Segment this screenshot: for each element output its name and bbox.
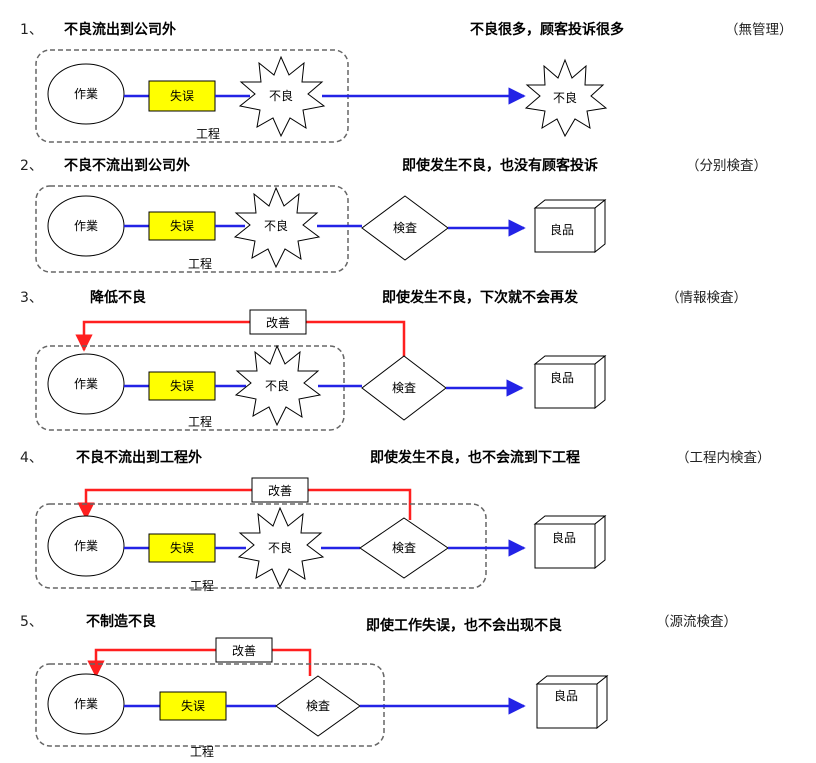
- defect-starburst: [237, 506, 325, 589]
- section-1-number: 1、: [20, 22, 43, 38]
- improve-label: 改善: [266, 315, 290, 330]
- feedback-arrow: [87, 648, 312, 678]
- feedback-arrow: [77, 488, 412, 520]
- defect-label: 不良: [268, 540, 292, 555]
- section-2-result: 即使发生不良，也没有顾客投诉: [402, 157, 598, 174]
- section-1-title: 不良流出到公司外: [64, 21, 176, 38]
- defect-starburst: [238, 55, 326, 138]
- mistake-box: [148, 533, 216, 563]
- mistake-label: 失误: [170, 88, 194, 103]
- mistake-box: [159, 691, 227, 721]
- work-ellipse: [47, 353, 125, 415]
- section-5-result: 即使工作失误，也不会出现不良: [366, 617, 562, 634]
- section-3-tag: （情報検査）: [666, 290, 747, 306]
- good-label: 良品: [554, 688, 578, 703]
- improve-box: [249, 309, 307, 335]
- good-label: 良品: [550, 222, 574, 237]
- process-label: 工程: [188, 256, 212, 271]
- mistake-label: 失误: [170, 218, 194, 233]
- feedback-arrow: [75, 320, 406, 358]
- section-4-tag: （工程内検査）: [676, 450, 771, 466]
- work-ellipse: [47, 673, 125, 735]
- inspect-diamond: [361, 355, 447, 421]
- process-label: 工程: [188, 414, 212, 429]
- section-1-tag: （無管理）: [725, 22, 793, 38]
- section-1-result: 不良很多，顾客投诉很多: [470, 21, 624, 38]
- mistake-label: 失误: [170, 378, 194, 393]
- inspect-label: 検査: [392, 541, 416, 555]
- process-boundary: [35, 503, 487, 589]
- work-label: 作業: [74, 539, 98, 553]
- work-label: 作業: [74, 377, 98, 391]
- inspect-label: 検査: [306, 699, 330, 713]
- section-3-number: 3、: [20, 290, 43, 306]
- process-label: 工程: [190, 578, 214, 593]
- inspect-diamond: [361, 195, 449, 261]
- section-2-number: 2、: [20, 158, 43, 174]
- section-3: 3、 降低不良 即使发生不良，下次就不会再发 （情報検査） 改善 作業 失误 不…: [20, 289, 747, 431]
- section-5: 5、 不制造不良 即使工作失误，也不会出现不良 （源流検査） 改善 作業 失误 …: [20, 613, 737, 759]
- section-5-number: 5、: [20, 614, 43, 630]
- good-label: 良品: [550, 370, 574, 385]
- mistake-label: 失误: [181, 698, 205, 713]
- section-4: 4、 不良不流出到工程外 即使发生不良，也不会流到下工程 （工程内検査） 改善 …: [20, 449, 771, 593]
- section-4-number: 4、: [20, 450, 43, 466]
- section-3-title: 降低不良: [90, 289, 146, 306]
- mistake-box: [148, 211, 216, 241]
- mistake-box: [148, 80, 216, 112]
- section-5-title: 不制造不良: [86, 613, 156, 630]
- section-2: 2、 不良不流出到公司外 即使发生不良，也没有顾客投诉 （分别検査） 作業 失误…: [20, 157, 767, 273]
- defect-starburst: [233, 186, 321, 269]
- defect-label: 不良: [264, 218, 288, 233]
- section-2-tag: （分别検査）: [686, 158, 767, 174]
- work-label: 作業: [74, 87, 98, 101]
- section-2-title: 不良不流出到公司外: [64, 157, 190, 174]
- process-boundary: [35, 185, 349, 273]
- defect-starburst: [234, 344, 322, 427]
- inspect-diamond: [359, 517, 449, 579]
- outflow-defect-label: 不良: [553, 90, 577, 105]
- improve-box: [251, 477, 309, 503]
- work-label: 作業: [74, 697, 98, 711]
- defect-label: 不良: [269, 88, 293, 103]
- section-5-tag: （源流検査）: [656, 614, 737, 630]
- outflow-defect-starburst: [524, 58, 608, 138]
- process-boundary: [35, 345, 345, 431]
- improve-box: [215, 637, 273, 663]
- section-4-title: 不良不流出到工程外: [76, 449, 202, 466]
- inspect-label: 検査: [393, 221, 417, 235]
- section-3-result: 即使发生不良，下次就不会再发: [382, 289, 579, 306]
- good-label: 良品: [552, 530, 576, 545]
- process-label: 工程: [190, 744, 214, 759]
- inspect-diamond: [275, 675, 361, 737]
- mistake-label: 失误: [170, 540, 194, 555]
- work-ellipse: [47, 63, 125, 125]
- work-ellipse: [47, 515, 125, 577]
- section-1: 1、 不良流出到公司外 不良很多，顾客投诉很多 （無管理） 作業 失误 不良 不…: [20, 21, 793, 143]
- section-4-result: 即使发生不良，也不会流到下工程: [370, 449, 580, 466]
- defect-label: 不良: [265, 378, 289, 393]
- work-label: 作業: [74, 219, 98, 233]
- process-label: 工程: [196, 126, 220, 141]
- improve-label: 改善: [268, 483, 292, 498]
- improve-label: 改善: [232, 643, 256, 658]
- inspect-label: 検査: [392, 381, 416, 395]
